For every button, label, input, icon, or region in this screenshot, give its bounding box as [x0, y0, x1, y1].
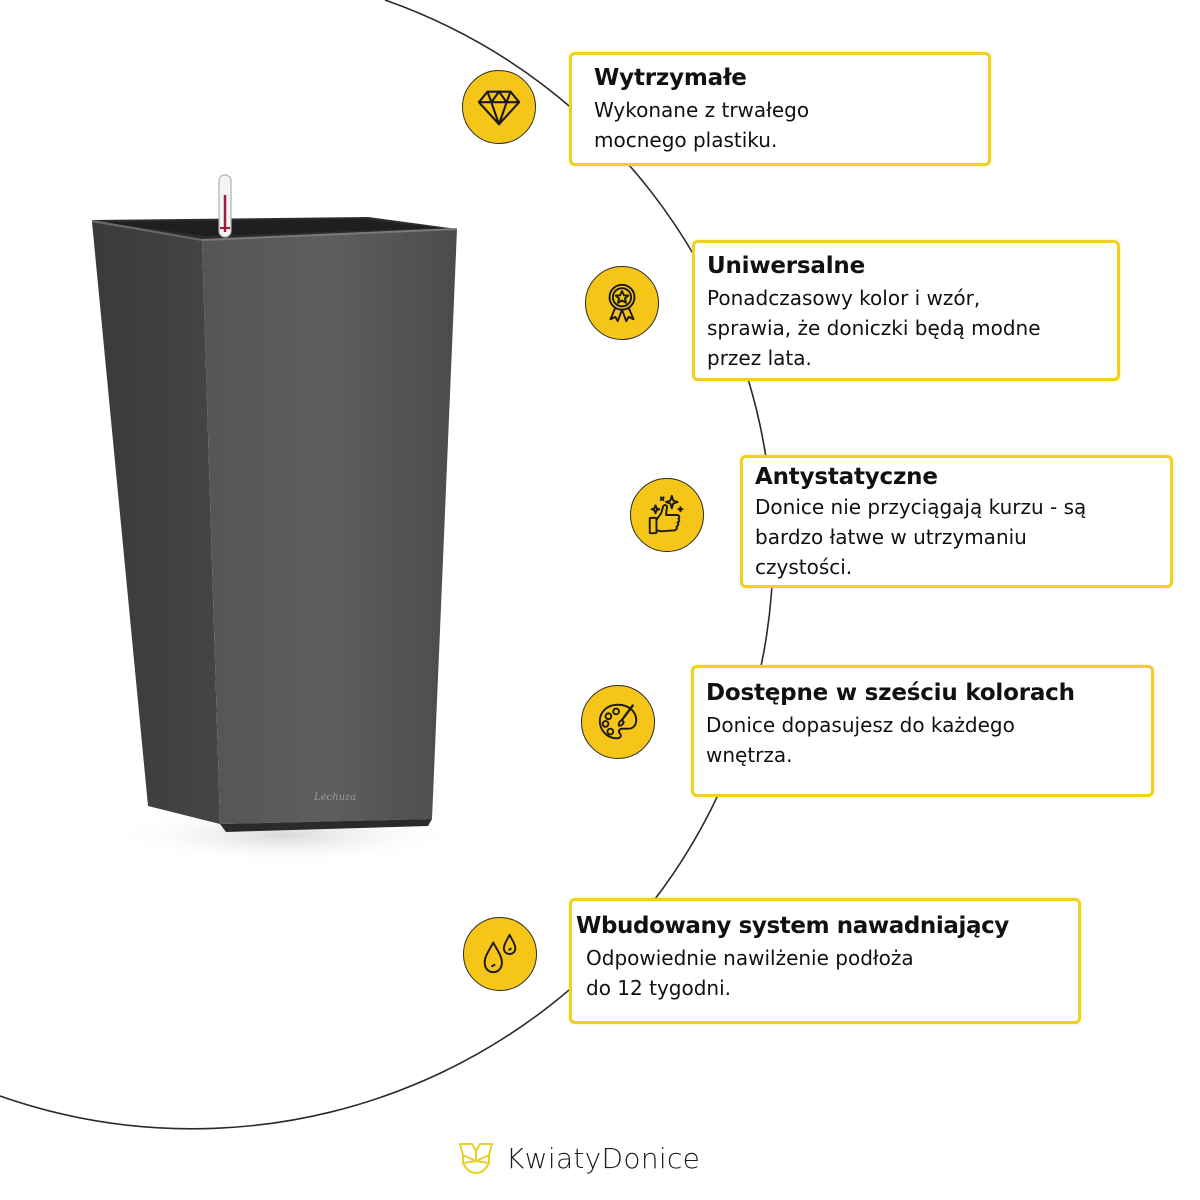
- water-drops-icon: [483, 933, 517, 974]
- feature-description: Donice dopasujesz do każdego wnętrza.: [706, 713, 1015, 767]
- feature-card: Wytrzymałe Wykonane z trwałego mocnego p…: [569, 52, 991, 166]
- feature-description: Odpowiednie nawilżenie podłoża do 12 tyg…: [586, 946, 914, 1000]
- feature-card: Dostępne w sześciu kolorach Donice dopas…: [691, 665, 1154, 797]
- medal-icon: [608, 283, 636, 323]
- feature-card: Uniwersalne Ponadczasowy kolor i wzór, s…: [692, 240, 1120, 381]
- feature-icon-circle: [585, 266, 659, 340]
- feature-title: Wbudowany system nawadniający: [576, 913, 1009, 939]
- pot-side-face: [92, 222, 220, 824]
- feature-icon-circle: [581, 685, 655, 759]
- feature-description: Ponadczasowy kolor i wzór, sprawia, że d…: [707, 286, 1041, 370]
- butterfly-logo-icon: [459, 1143, 493, 1174]
- feature-card: Wbudowany system nawadniający Odpowiedni…: [569, 898, 1081, 1024]
- palette-icon: [598, 703, 638, 740]
- diamond-icon: [477, 90, 521, 126]
- feature-description: Wykonane z trwałego mocnego plastiku.: [594, 98, 810, 152]
- brand-name: KwiatyDonice: [506, 1141, 701, 1175]
- feature-description: Donice nie przyciągają kurzu - są bardzo…: [755, 495, 1087, 579]
- feature-icon-circle: [463, 917, 537, 991]
- feature-title: Dostępne w sześciu kolorach: [706, 680, 1075, 706]
- brand-logo: KwiatyDonice: [458, 1141, 700, 1175]
- pot-brand-signature: Lechuza: [313, 792, 356, 803]
- feature-icon-circle: [462, 70, 536, 144]
- pot-front-face: [202, 229, 457, 824]
- feature-title: Antystatyczne: [755, 464, 938, 490]
- feature-title: Uniwersalne: [707, 253, 865, 279]
- feature-title: Wytrzymałe: [594, 65, 747, 91]
- thumbs-up-sparkle-icon: [648, 494, 684, 535]
- feature-icon-circle: [630, 478, 704, 552]
- feature-card: Antystatyczne Donice nie przyciągają kur…: [740, 455, 1173, 588]
